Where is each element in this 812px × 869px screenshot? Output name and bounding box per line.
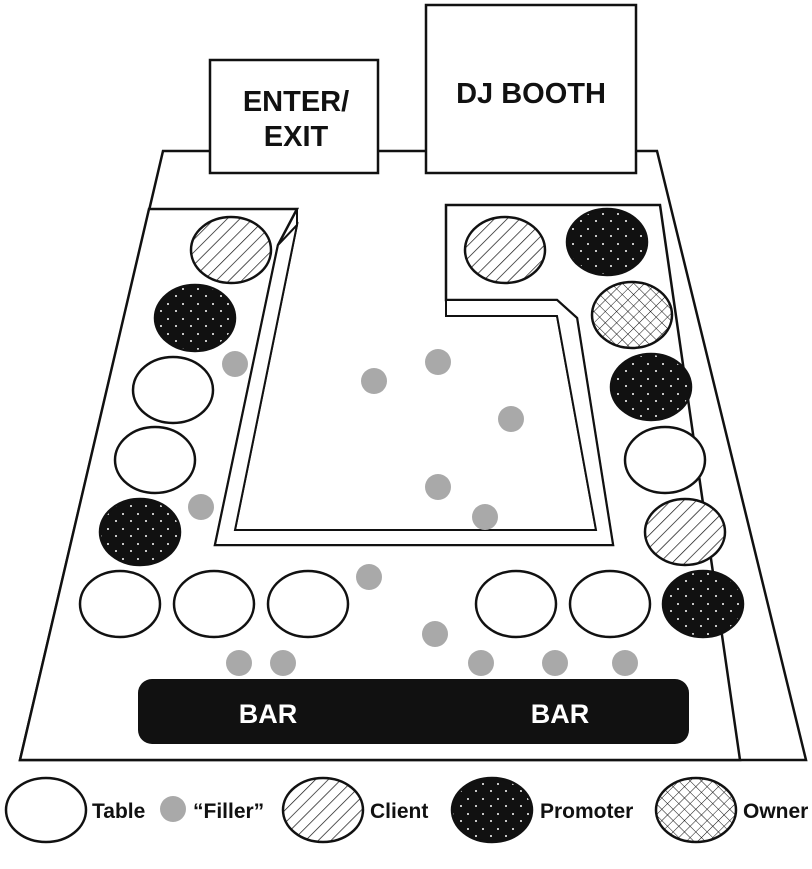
client-table	[643, 497, 727, 567]
table	[172, 569, 256, 639]
filler-dot	[542, 650, 568, 676]
legend-promoter-swatch	[450, 776, 534, 844]
legend-owner-label: Owner	[743, 800, 808, 823]
filler-dot	[222, 351, 248, 377]
legend-table-swatch	[4, 776, 88, 844]
filler-dot	[498, 406, 524, 432]
filler-dot	[425, 349, 451, 375]
legend-client-swatch	[281, 776, 365, 844]
filler-dot	[468, 650, 494, 676]
legend-filler-swatch	[160, 796, 186, 822]
legend-client-label: Client	[370, 800, 428, 823]
bar	[138, 679, 689, 744]
filler-dot	[472, 504, 498, 530]
table	[131, 355, 215, 425]
table	[568, 569, 652, 639]
promoter-table	[661, 569, 745, 639]
filler-dot	[356, 564, 382, 590]
dj-booth-box	[424, 3, 638, 175]
promoter-table	[98, 497, 182, 567]
owner-table	[590, 280, 674, 350]
filler-dot	[226, 650, 252, 676]
client-table	[189, 215, 273, 285]
promoter-table	[609, 352, 693, 422]
legend-filler-label: “Filler”	[193, 800, 264, 823]
legend: Table “Filler” Client Promoter Owner	[4, 776, 808, 844]
filler-dot	[612, 650, 638, 676]
client-table	[463, 215, 547, 285]
legend-promoter-label: Promoter	[540, 800, 633, 823]
filler-dot	[188, 494, 214, 520]
filler-dot	[422, 621, 448, 647]
table	[474, 569, 558, 639]
dj-booth-label: DJ BOOTH	[456, 78, 606, 110]
enter-exit-label-line2: EXIT	[264, 121, 329, 153]
enter-exit-box	[208, 58, 380, 175]
promoter-table	[565, 207, 649, 277]
dance-floor	[213, 221, 615, 546]
table	[266, 569, 350, 639]
legend-table-label: Table	[92, 800, 145, 823]
filler-dot	[425, 474, 451, 500]
filler-group	[188, 349, 638, 676]
legend-owner-swatch	[654, 776, 738, 844]
enter-exit-label-line1: ENTER/	[243, 86, 349, 118]
filler-dot	[361, 368, 387, 394]
bar-label-left: BAR	[239, 699, 298, 729]
table	[78, 569, 162, 639]
promoter-table	[153, 283, 237, 353]
filler-dot	[270, 650, 296, 676]
table	[113, 425, 197, 495]
table	[623, 425, 707, 495]
bar-label-right: BAR	[531, 699, 590, 729]
